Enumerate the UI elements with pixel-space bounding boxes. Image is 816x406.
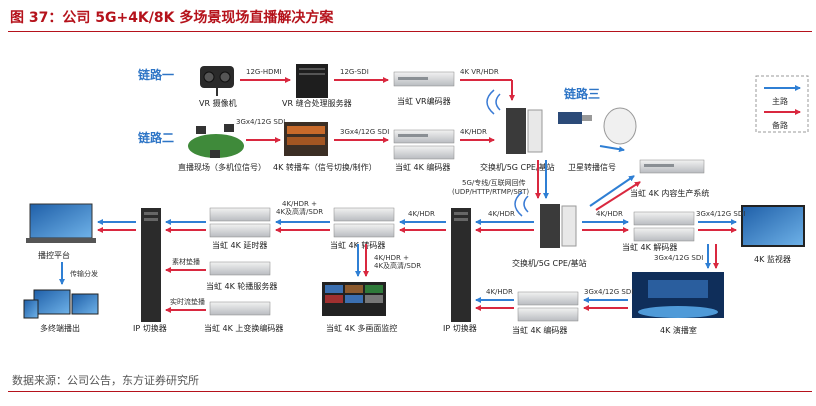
edge-label-hdr-sdr2-line2: 4K及高清/SDR bbox=[374, 261, 421, 270]
legend-backup-label: 备路 bbox=[772, 120, 788, 130]
edge-label-4k-hdr-a: 4K/HDR bbox=[408, 210, 435, 218]
edge-label-12g-sdi: 12G-SDI bbox=[340, 68, 369, 76]
edge-label-3gx4-top: 3Gx4/12G SDI bbox=[236, 118, 285, 126]
protocols-line1: 5G/专线/互联网回传 bbox=[462, 178, 526, 187]
ip-switch-left-label: IP 切换器 bbox=[133, 323, 167, 333]
vr-encoder-rack-icon bbox=[393, 71, 455, 87]
server-tower-icon bbox=[296, 64, 328, 98]
satellite-icon bbox=[558, 107, 637, 145]
figure-title: 图 37：公司 5G+4K/8K 多场景现场直播解决方案 bbox=[10, 10, 334, 26]
protocols-label: 5G/专线/互联网回传 bbox=[462, 178, 526, 187]
ip-switch-mid-icon bbox=[451, 208, 471, 322]
switch-mid-label: 交换机/5G CPE/基站 bbox=[512, 258, 587, 268]
edge-switch-to-content bbox=[589, 175, 635, 207]
broadcast-platform-icon bbox=[26, 203, 96, 243]
edge-label-3gx4-mid: 3Gx4/12G SDI bbox=[340, 128, 389, 136]
legend-box bbox=[755, 75, 809, 133]
edge-label-live-bk: 实时流垫播 bbox=[170, 297, 205, 306]
edge-label-4k-hdr-d: 4K/HDR bbox=[486, 288, 513, 296]
delay-label: 当虹 4K 延时器 bbox=[212, 240, 267, 250]
edge-label-3gx4-right2: 3Gx4/12G SDI bbox=[654, 254, 703, 262]
edge-label-12g-hdmi: 12G-HDMI bbox=[246, 68, 282, 76]
encoder-bottom-label: 当虹 4K 编码器 bbox=[512, 325, 567, 335]
ob-van-icon bbox=[284, 122, 328, 156]
studio-label: 4K 演播室 bbox=[660, 325, 697, 335]
edge-label-4k-hdr-b: 4K/HDR bbox=[488, 210, 515, 218]
vr-camera-icon bbox=[200, 66, 234, 96]
delay-rack-icon bbox=[209, 207, 271, 238]
multi-device-label: 多终端播出 bbox=[40, 323, 80, 333]
studio-icon bbox=[632, 272, 724, 318]
footer-divider bbox=[8, 391, 812, 392]
edge-label-carousel-bk: 素材垫播 bbox=[172, 257, 200, 266]
broadcast-label: 播控平台 bbox=[38, 250, 70, 260]
multi-device-icon bbox=[23, 289, 99, 319]
live-site-icon bbox=[188, 124, 244, 158]
title-divider bbox=[8, 31, 812, 32]
switch-top-label: 交换机/5G CPE/基站 bbox=[480, 162, 555, 172]
link3-label: 链路三 bbox=[564, 86, 600, 101]
carousel-rack-icon bbox=[209, 261, 271, 276]
monitor-label: 4K 监视器 bbox=[754, 254, 791, 264]
switch-mid-icon bbox=[514, 191, 577, 248]
edge-label-hdr-sdr-line1: 4K/HDR + bbox=[282, 200, 317, 208]
vr-camera-label: VR 摄像机 bbox=[199, 98, 237, 108]
decoder-rack-icon bbox=[633, 211, 695, 242]
edge-switch-to-content-bk bbox=[595, 181, 641, 211]
multiview-label: 当虹 4K 多画面监控 bbox=[326, 323, 397, 333]
vr-encoder-label: 当虹 VR编码器 bbox=[397, 96, 451, 106]
ip-switch-mid-label: IP 切换器 bbox=[443, 323, 477, 333]
ip-switch-left-icon bbox=[141, 208, 161, 322]
live-site-label: 直播现场（多机位信号） bbox=[178, 162, 266, 172]
edge-sat-to-content bbox=[599, 145, 625, 153]
edge-label-transmit: 传输分发 bbox=[70, 269, 98, 278]
upconvert-label: 当虹 4K 上变换编码器 bbox=[204, 323, 283, 333]
encoder-bottom-rack-icon bbox=[517, 291, 579, 322]
switch-top-icon bbox=[486, 89, 543, 154]
edge-label-hdr-sdr-line2: 4K及高清/SDR bbox=[276, 207, 323, 216]
multiview-icon bbox=[322, 282, 386, 316]
encoder-top-rack-icon bbox=[393, 129, 455, 160]
edge-label-3gx4-bottom: 3Gx4/12G SDI bbox=[584, 288, 633, 296]
transcoder-rack-icon bbox=[333, 207, 395, 238]
monitor-icon bbox=[741, 205, 805, 247]
upconvert-rack-icon bbox=[209, 301, 271, 316]
edge-label-3gx4-right: 3Gx4/12G SDI bbox=[696, 210, 745, 218]
satellite-label: 卫星转播信号 bbox=[568, 162, 616, 172]
decoder-label: 当虹 4K 解码器 bbox=[622, 242, 677, 252]
encoder-top-label: 当虹 4K 编码器 bbox=[395, 162, 450, 172]
protocols-line2: (UDP/HTTP/RTMP/SRT) bbox=[452, 188, 529, 196]
content-sys-rack-icon bbox=[639, 159, 705, 174]
link1-label: 链路一 bbox=[138, 67, 174, 82]
carousel-label: 当虹 4K 轮播服务器 bbox=[206, 281, 277, 291]
ob-van-label: 4K 转播车（信号切换/制作） bbox=[273, 162, 377, 172]
source-note: 数据来源：公司公告，东方证券研究所 bbox=[12, 374, 199, 387]
edge-label-4k-hdr-c: 4K/HDR bbox=[596, 210, 623, 218]
content-sys-label: 当虹 4K 内容生产系统 bbox=[630, 188, 709, 198]
legend-main-label: 主路 bbox=[772, 96, 788, 106]
edge-label-hdr-sdr2-line1: 4K/HDR + bbox=[374, 254, 409, 262]
link2-label: 链路二 bbox=[138, 130, 174, 145]
edge-label-4k-vr-hdr: 4K VR/HDR bbox=[460, 68, 499, 76]
vr-server-label: VR 缝合处理服务器 bbox=[282, 98, 352, 108]
edge-label-4k-hdr-top: 4K/HDR bbox=[460, 128, 487, 136]
